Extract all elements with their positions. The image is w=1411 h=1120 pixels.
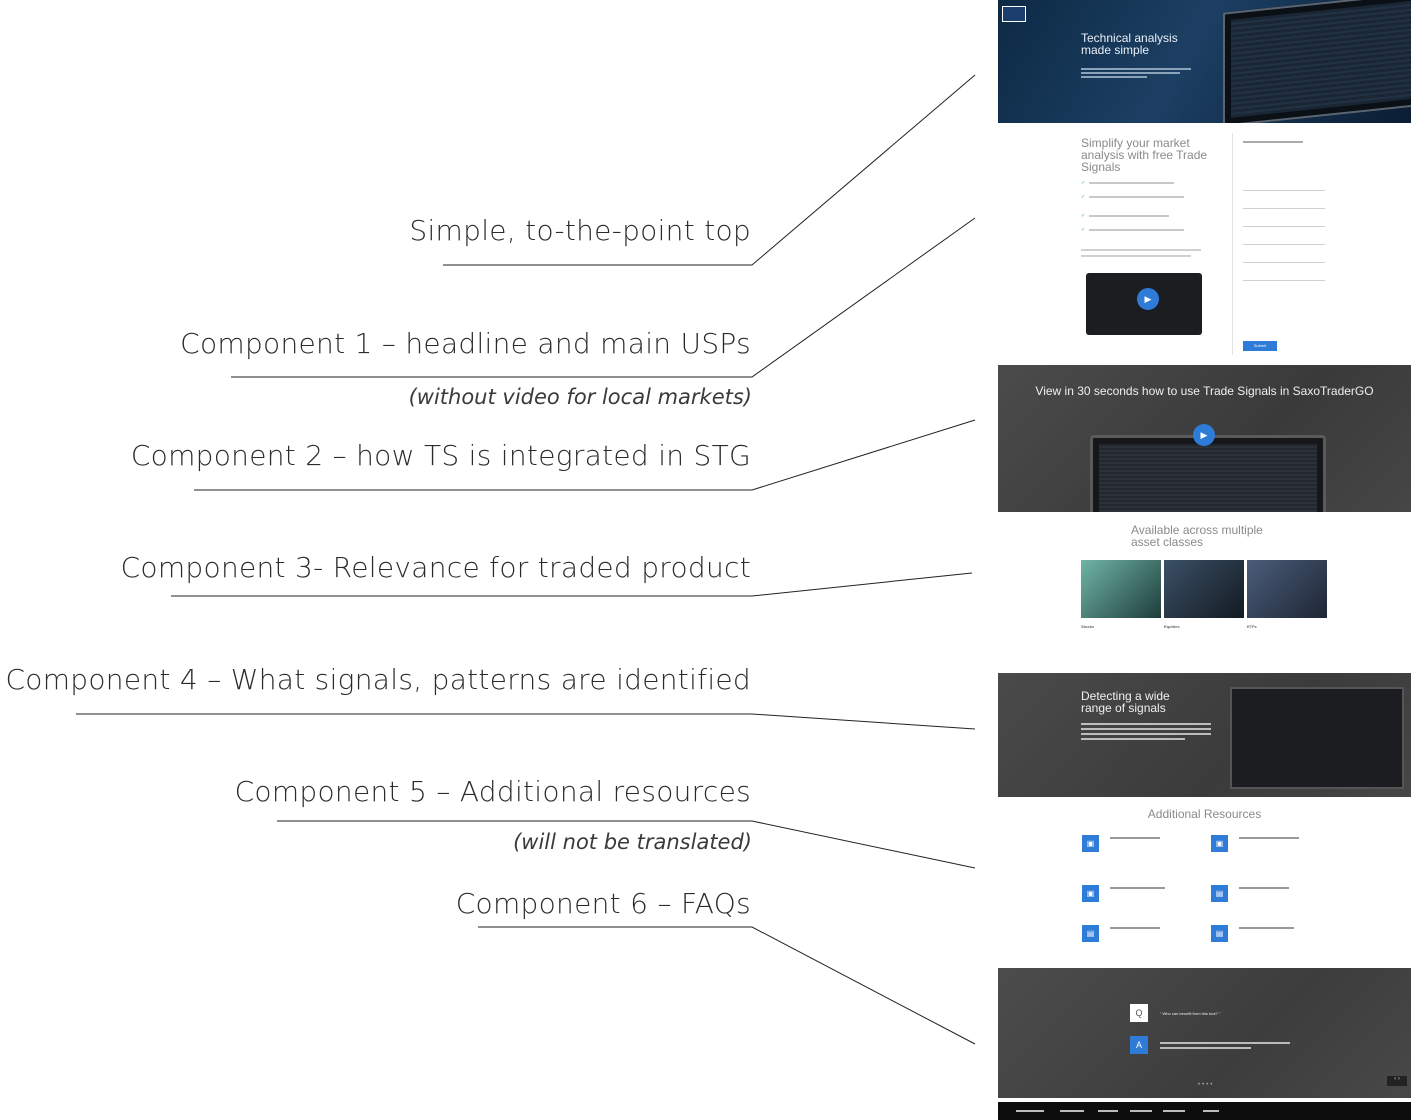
component-4-section: Detecting a wide range of signals bbox=[998, 673, 1411, 797]
footer bbox=[998, 1102, 1411, 1120]
component-1-section: Simplify your market analysis with free … bbox=[998, 123, 1411, 355]
c5-title: Additional Resources bbox=[1147, 807, 1262, 821]
footer-link[interactable] bbox=[1203, 1108, 1219, 1113]
c3-title: Available across multiple asset classes bbox=[1131, 523, 1263, 549]
annotation-note-1: (without video for local markets) bbox=[408, 385, 752, 409]
form-field[interactable] bbox=[1243, 201, 1325, 209]
connector-c1 bbox=[231, 217, 976, 378]
document-icon: ▤ bbox=[1211, 885, 1228, 902]
connector-c6 bbox=[478, 926, 976, 1045]
annotation-top: Simple, to-the-point top bbox=[409, 214, 751, 247]
play-icon[interactable]: ▶ bbox=[1137, 288, 1159, 310]
annotation-component-1: Component 1 – headline and main USPs bbox=[180, 327, 751, 360]
connector-c4 bbox=[76, 713, 976, 730]
submit-button[interactable]: Submit bbox=[1243, 341, 1277, 351]
asset-tile-stocks[interactable] bbox=[1081, 560, 1161, 618]
video-icon: ▣ bbox=[1211, 835, 1228, 852]
usp-item bbox=[1081, 213, 1201, 219]
annotation-component-2: Component 2 – how TS is integrated in ST… bbox=[130, 439, 751, 472]
asset-tile-etfs[interactable] bbox=[1247, 560, 1327, 618]
faq-q-icon: Q bbox=[1130, 1004, 1148, 1022]
asset-tile-equities[interactable] bbox=[1164, 560, 1244, 618]
c4-title: Detecting a wide range of signals bbox=[1081, 689, 1170, 715]
c1-title: Simplify your market analysis with free … bbox=[1081, 136, 1208, 174]
footer-link[interactable] bbox=[1098, 1108, 1118, 1113]
platform-screenshot bbox=[1090, 435, 1326, 512]
connector-c5 bbox=[277, 820, 976, 869]
c1-body-line bbox=[1081, 255, 1191, 257]
faq-answer bbox=[1160, 1040, 1290, 1052]
page-mockup: OPEN ACCOUNT TRY FREE DEMO Technical ana… bbox=[998, 0, 1411, 1120]
form-field[interactable] bbox=[1243, 255, 1325, 263]
form-field[interactable] bbox=[1243, 219, 1325, 227]
footer-link[interactable] bbox=[1163, 1108, 1185, 1113]
form-field[interactable] bbox=[1243, 237, 1325, 245]
annotation-note-5: (will not be translated) bbox=[513, 830, 752, 854]
asset-caption: ETFs bbox=[1247, 624, 1257, 629]
annotation-component-5: Component 5 – Additional resources bbox=[234, 775, 751, 808]
form-title bbox=[1243, 139, 1303, 144]
usp-item bbox=[1081, 180, 1201, 186]
usp-item bbox=[1081, 227, 1201, 233]
asset-caption: Equities bbox=[1164, 624, 1180, 629]
footer-link[interactable] bbox=[1016, 1108, 1044, 1113]
connector-top bbox=[443, 74, 976, 266]
c2-play-icon[interactable]: ▶ bbox=[1193, 424, 1215, 446]
carousel-dots[interactable]: •••• bbox=[1198, 1082, 1215, 1088]
footer-link[interactable] bbox=[1130, 1108, 1152, 1113]
annotation-component-3: Component 3- Relevance for traded produc… bbox=[120, 551, 751, 584]
hero-subtitle bbox=[1081, 66, 1191, 80]
faq-a-icon: A bbox=[1130, 1036, 1148, 1054]
logo bbox=[1002, 6, 1026, 22]
asset-caption: Stocks bbox=[1081, 624, 1095, 629]
annotation-component-6: Component 6 – FAQs bbox=[455, 887, 751, 920]
connector-c2 bbox=[194, 419, 976, 491]
document-icon: ▤ bbox=[1082, 925, 1099, 942]
form-field[interactable] bbox=[1243, 273, 1325, 281]
c1-body-line bbox=[1081, 249, 1201, 251]
annotation-component-4: Component 4 – What signals, patterns are… bbox=[5, 663, 751, 696]
carousel-arrows[interactable]: ‹ › bbox=[1387, 1076, 1407, 1086]
footer-link[interactable] bbox=[1060, 1108, 1084, 1113]
connector-c3 bbox=[171, 572, 973, 597]
component-5-section: Additional Resources ▣ ▣ ▣ ▤ ▤ ▤ bbox=[998, 797, 1411, 968]
hero-section: OPEN ACCOUNT TRY FREE DEMO Technical ana… bbox=[998, 0, 1411, 123]
c2-title: View in 30 seconds how to use Trade Sign… bbox=[1035, 384, 1374, 398]
video-icon: ▣ bbox=[1082, 885, 1099, 902]
usp-item bbox=[1081, 194, 1201, 200]
video-icon: ▣ bbox=[1082, 835, 1099, 852]
form-field[interactable] bbox=[1243, 183, 1325, 191]
faq-question: " Who can benefit from this tool? " bbox=[1160, 1011, 1221, 1016]
devices-image bbox=[1230, 687, 1404, 789]
document-icon: ▤ bbox=[1211, 925, 1228, 942]
component-3-section: Available across multiple asset classes … bbox=[998, 512, 1411, 673]
component-6-section: Q " Who can benefit from this tool? " A … bbox=[998, 968, 1411, 1098]
hero-title: Technical analysis made simple bbox=[1081, 31, 1178, 57]
c4-text bbox=[1081, 721, 1211, 743]
registration-form: Submit bbox=[1232, 133, 1403, 355]
laptop-image bbox=[1223, 0, 1411, 123]
